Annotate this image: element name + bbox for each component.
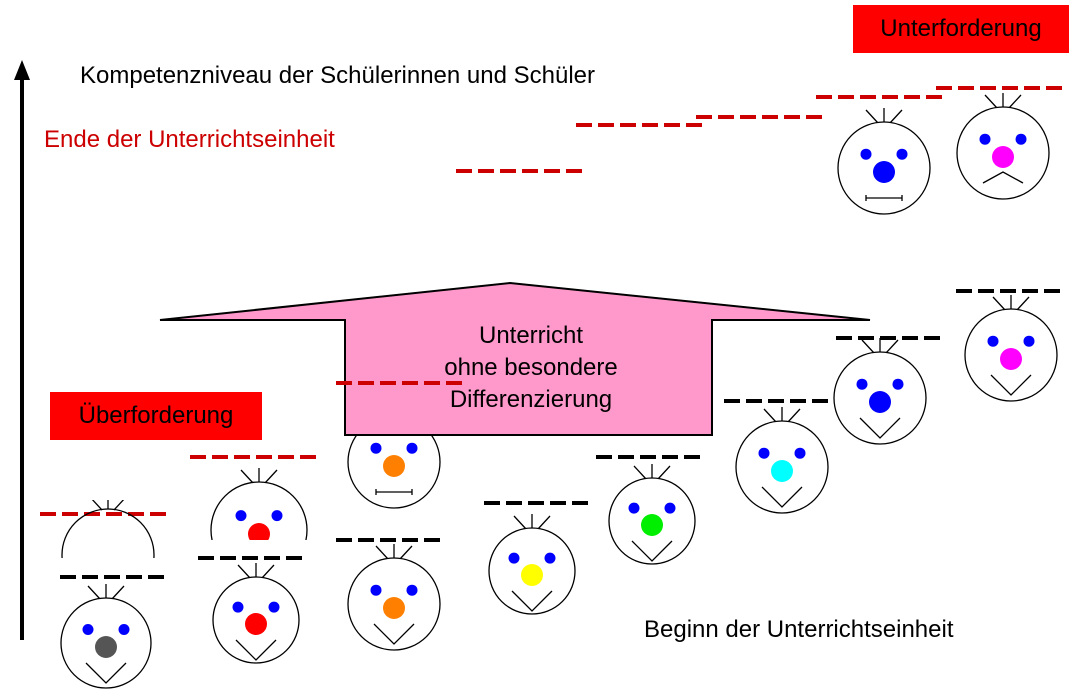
student-start-face bbox=[488, 514, 576, 615]
teaching-arrow-text: Unterricht ohne besondere Differenzierun… bbox=[345, 320, 717, 416]
student-start-face bbox=[608, 464, 696, 565]
underchallenge-badge: Unterforderung bbox=[853, 5, 1069, 53]
start-level-lines bbox=[60, 289, 1060, 579]
eye-icon bbox=[664, 502, 676, 514]
overchallenge-label: Überforderung bbox=[78, 402, 234, 429]
hair-icon bbox=[111, 585, 125, 600]
hair-icon bbox=[87, 585, 101, 600]
hair-icon bbox=[885, 339, 899, 354]
eye-icon bbox=[979, 133, 991, 145]
nose-icon bbox=[771, 460, 793, 482]
student-faces bbox=[60, 93, 1058, 689]
eye-icon bbox=[892, 378, 904, 390]
face-icon bbox=[210, 481, 308, 540]
smile-mouth-icon bbox=[235, 639, 277, 661]
student-end-face bbox=[210, 468, 308, 540]
student-start-face bbox=[60, 584, 152, 689]
smile-mouth-icon bbox=[761, 486, 803, 508]
eye-icon bbox=[544, 552, 556, 564]
nose-icon bbox=[873, 161, 895, 183]
eye-icon bbox=[268, 601, 280, 613]
hair-icon bbox=[984, 94, 998, 109]
hair-icon bbox=[787, 408, 801, 423]
nose-icon bbox=[383, 455, 405, 477]
eye-icon bbox=[370, 442, 382, 454]
student-end-face bbox=[61, 500, 155, 558]
hair-icon bbox=[763, 408, 777, 423]
end-of-unit-label: Ende der Unterrichtseinheit bbox=[44, 126, 335, 153]
eye-icon bbox=[628, 502, 640, 514]
eye-icon bbox=[856, 378, 868, 390]
hair-icon bbox=[537, 515, 551, 530]
eye-icon bbox=[118, 624, 130, 635]
hair-icon bbox=[889, 109, 903, 124]
up-arrow-icon bbox=[14, 60, 30, 80]
eye-icon bbox=[406, 442, 418, 454]
smile-mouth-icon bbox=[511, 590, 553, 612]
eye-icon bbox=[987, 335, 999, 347]
student-start-face bbox=[964, 295, 1058, 402]
smile-mouth-icon bbox=[631, 540, 673, 562]
eye-icon bbox=[860, 148, 872, 160]
eye-icon bbox=[794, 447, 806, 459]
nose-icon bbox=[869, 391, 891, 413]
smile-mouth-icon bbox=[990, 374, 1032, 396]
nose-icon bbox=[992, 146, 1014, 168]
hair-icon bbox=[375, 545, 389, 560]
frown-mouth-icon bbox=[982, 171, 1024, 184]
hair-icon bbox=[91, 500, 103, 511]
hair-icon bbox=[399, 545, 413, 560]
smile-mouth-icon bbox=[85, 662, 127, 684]
hair-icon bbox=[861, 339, 875, 354]
hair-icon bbox=[264, 469, 278, 484]
hair-icon bbox=[992, 296, 1006, 311]
arrow-text-line-1: Unterricht bbox=[478, 322, 584, 349]
arrow-text-line-3: Differenzierung bbox=[449, 386, 613, 413]
student-start-face bbox=[735, 407, 829, 514]
hair-icon bbox=[1008, 94, 1022, 109]
hair-icon bbox=[237, 564, 251, 579]
face-icon bbox=[61, 508, 155, 558]
nose-icon bbox=[248, 523, 270, 540]
student-start-face bbox=[833, 338, 927, 445]
hair-icon bbox=[657, 465, 671, 480]
hair-icon bbox=[513, 515, 527, 530]
eye-icon bbox=[508, 552, 520, 564]
student-end-face bbox=[837, 108, 931, 215]
nose-icon bbox=[245, 613, 267, 635]
student-start-face bbox=[212, 563, 300, 664]
hair-icon bbox=[1016, 296, 1030, 311]
nose-icon bbox=[95, 636, 117, 658]
eye-icon bbox=[232, 601, 244, 613]
student-end-face bbox=[956, 93, 1050, 200]
eye-icon bbox=[235, 510, 247, 522]
eye-icon bbox=[82, 624, 94, 635]
smile-mouth-icon bbox=[373, 623, 415, 645]
axis-title: Kompetenzniveau der Schülerinnen und Sch… bbox=[80, 62, 596, 89]
nose-icon bbox=[383, 597, 405, 619]
hair-icon bbox=[865, 109, 879, 124]
arrow-text-line-2: ohne besondere bbox=[444, 354, 618, 381]
hair-icon bbox=[240, 469, 254, 484]
eye-icon bbox=[1015, 133, 1027, 145]
hair-icon bbox=[261, 564, 275, 579]
student-start-face bbox=[347, 544, 441, 651]
eye-icon bbox=[1023, 335, 1035, 347]
eye-icon bbox=[406, 584, 418, 596]
hair-icon bbox=[113, 500, 125, 511]
smile-mouth-icon bbox=[859, 417, 901, 439]
eye-icon bbox=[758, 447, 770, 459]
eye-icon bbox=[896, 148, 908, 160]
nose-icon bbox=[641, 514, 663, 536]
nose-icon bbox=[1000, 348, 1022, 370]
teaching-arrow-shape bbox=[159, 281, 871, 436]
underchallenge-label: Unterforderung bbox=[880, 15, 1042, 42]
begin-of-unit-label: Beginn der Unterrichtseinheit bbox=[644, 616, 954, 643]
competence-axis bbox=[14, 60, 30, 640]
overchallenge-badge: Überforderung bbox=[50, 392, 262, 440]
nose-icon bbox=[521, 564, 543, 586]
eye-icon bbox=[370, 584, 382, 596]
eye-icon bbox=[271, 510, 283, 522]
hair-icon bbox=[633, 465, 647, 480]
